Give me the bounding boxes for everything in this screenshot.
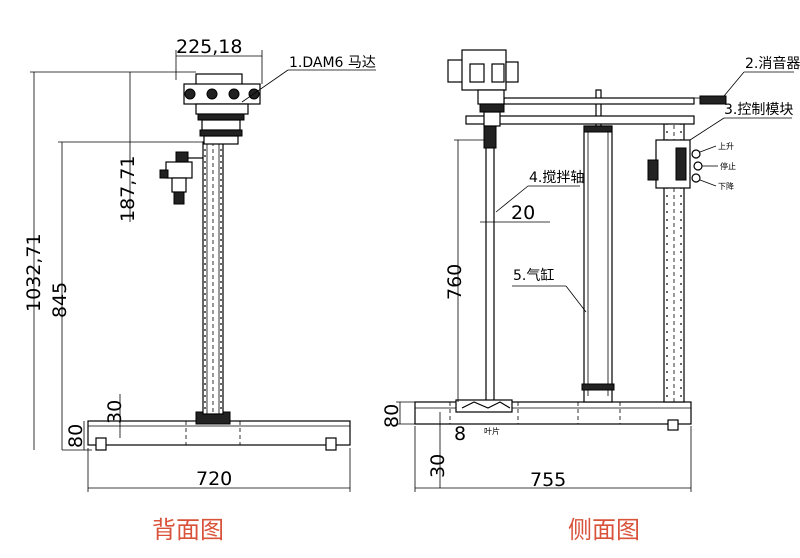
side-view: 2.消音器 3.控制模块 上升 停止 下降 4.搅拌轴 bbox=[381, 49, 800, 544]
back-base-foot-right bbox=[325, 437, 337, 451]
side-label-cylinder-text: 5.气缸 bbox=[513, 267, 554, 284]
side-label-shaft-text: 4.搅拌轴 bbox=[529, 170, 584, 186]
side-motor bbox=[447, 49, 519, 127]
side-view-caption: 侧面图 bbox=[568, 516, 640, 544]
side-label-control-text: 3.控制模块 bbox=[724, 102, 793, 118]
back-base-foot-left bbox=[95, 437, 107, 451]
back-dim-base-width: 720 bbox=[87, 448, 351, 492]
back-dim-total-height: 1032,71 bbox=[23, 71, 196, 450]
back-dim-column-height-text: 845 bbox=[49, 282, 71, 318]
side-dim-shaft-dia: 20 bbox=[480, 202, 550, 224]
side-control-down-text: 下降 bbox=[718, 181, 734, 191]
back-label-motor-text: 1.DAM6 马达 bbox=[289, 55, 376, 71]
back-dim-top-width-text: 225,18 bbox=[176, 36, 242, 58]
back-dim-total-height-text: 1032,71 bbox=[23, 233, 45, 312]
side-label-muffler-text: 2.消音器 bbox=[745, 55, 800, 72]
side-control-stop-text: 停止 bbox=[720, 161, 736, 171]
back-dim-base-width-text: 720 bbox=[196, 468, 232, 490]
side-dim-height-text: 760 bbox=[444, 264, 466, 300]
side-top-arm bbox=[465, 97, 700, 125]
back-dim-motor-height: 187,71 bbox=[117, 72, 139, 222]
side-cylinder bbox=[581, 89, 615, 403]
side-control-up-text: 上升 bbox=[718, 142, 734, 151]
back-base-plate bbox=[87, 420, 351, 446]
side-column bbox=[663, 117, 685, 403]
back-dim-column-height: 845 bbox=[49, 141, 203, 450]
side-dim-height: 760 bbox=[444, 139, 484, 402]
side-control-module: 3.控制模块 上升 停止 下降 bbox=[647, 102, 793, 191]
back-column bbox=[202, 141, 224, 415]
side-dim-base-width: 755 bbox=[414, 426, 692, 492]
side-muffler: 2.消音器 bbox=[699, 55, 800, 105]
back-view: 225,18 1.DAM6 马达 1032,71 845 187,71 30 bbox=[23, 36, 376, 544]
side-dim-shaft-dia-text: 20 bbox=[511, 202, 535, 224]
side-dim-base-height: 80 bbox=[381, 401, 415, 428]
back-motor bbox=[183, 73, 261, 145]
back-dim-base-height-text: 80 bbox=[65, 424, 87, 448]
side-dim-base-width-text: 755 bbox=[530, 469, 566, 491]
side-shaft bbox=[455, 125, 513, 413]
side-label-shaft: 4.搅拌轴 bbox=[495, 170, 584, 213]
back-dim-base-offset: 30 bbox=[104, 394, 126, 438]
side-dim-base-height-text: 80 bbox=[381, 404, 403, 428]
back-label-motor: 1.DAM6 马达 bbox=[241, 55, 376, 103]
side-dim-base-offset: 30 bbox=[427, 412, 449, 488]
back-dim-top-width: 225,18 bbox=[175, 36, 263, 84]
back-dim-motor-height-text: 187,71 bbox=[117, 156, 139, 222]
side-base-note-text: 叶片 bbox=[484, 426, 500, 436]
back-view-caption: 背面图 bbox=[152, 516, 224, 544]
side-label-cylinder: 5.气缸 bbox=[512, 267, 587, 313]
back-valve bbox=[159, 151, 203, 205]
back-dim-base-height: 80 bbox=[62, 421, 92, 451]
side-dim-base-offset-text: 30 bbox=[427, 454, 449, 478]
side-base-foot-right bbox=[667, 419, 679, 431]
side-dim-base-mark-text: 8 bbox=[454, 423, 466, 445]
back-dim-base-offset-text: 30 bbox=[104, 400, 126, 424]
